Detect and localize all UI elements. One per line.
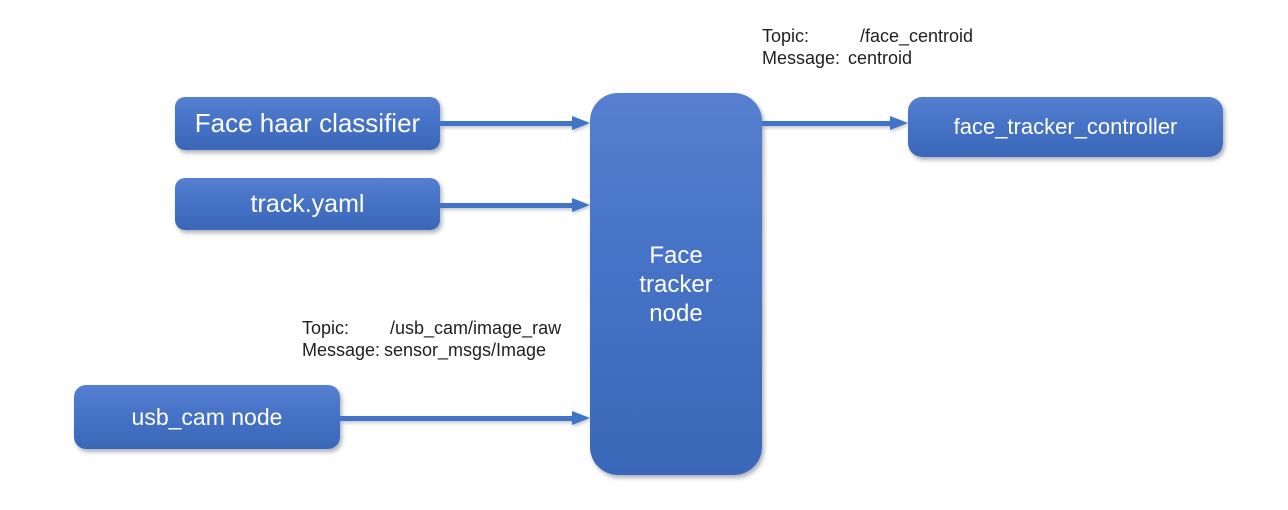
node-label: face_tracker_controller xyxy=(953,114,1178,139)
node-face-tracker-controller: face_tracker_controller xyxy=(908,97,1223,157)
message-value: centroid xyxy=(848,48,913,68)
topic-value: /face_centroid xyxy=(860,26,974,46)
node-label-line: node xyxy=(649,299,703,327)
node-label-line: Face xyxy=(649,241,703,269)
topic-label: Topic: xyxy=(302,318,350,338)
node-label: Face haar classifier xyxy=(194,108,421,138)
arrow-shaft xyxy=(762,120,893,126)
node-label-line: tracker xyxy=(639,270,713,298)
message-label: Message: xyxy=(302,340,381,360)
node-face-tracker-node: Face tracker node xyxy=(590,93,762,475)
annotation-face-centroid: Topic: /face_centroid Message: centroid xyxy=(762,25,973,69)
node-label: track.yaml xyxy=(250,189,365,218)
node-label: usb_cam node xyxy=(131,403,283,430)
message-value: sensor_msgs/Image xyxy=(384,340,547,360)
node-face-haar-classifier: Face haar classifier xyxy=(175,97,440,150)
arrow-head-icon xyxy=(572,116,590,130)
connector-arrow-haar-to-tracker xyxy=(440,116,590,130)
annotation-message-row: Message: sensor_msgs/Image xyxy=(302,339,561,361)
connector-arrow-usbcam-to-tracker xyxy=(340,411,590,425)
arrow-shaft xyxy=(340,415,575,421)
node-track-yaml: track.yaml xyxy=(175,178,440,230)
arrow-shaft xyxy=(440,202,575,208)
annotation-message-row: Message: centroid xyxy=(762,47,973,69)
message-label: Message: xyxy=(762,48,841,68)
node-usb-cam: usb_cam node xyxy=(74,385,340,449)
annotation-topic-row: Topic: /usb_cam/image_raw xyxy=(302,317,561,339)
topic-value: /usb_cam/image_raw xyxy=(390,318,562,338)
connector-arrow-yaml-to-tracker xyxy=(440,198,590,212)
arrow-shaft xyxy=(440,120,575,126)
arrow-head-icon xyxy=(890,116,908,130)
arrow-head-icon xyxy=(572,411,590,425)
connector-arrow-tracker-to-controller xyxy=(762,116,908,130)
annotation-topic-row: Topic: /face_centroid xyxy=(762,25,973,47)
topic-label: Topic: xyxy=(762,26,810,46)
annotation-usb-cam-image-raw: Topic: /usb_cam/image_raw Message: senso… xyxy=(302,317,561,361)
arrow-head-icon xyxy=(572,198,590,212)
